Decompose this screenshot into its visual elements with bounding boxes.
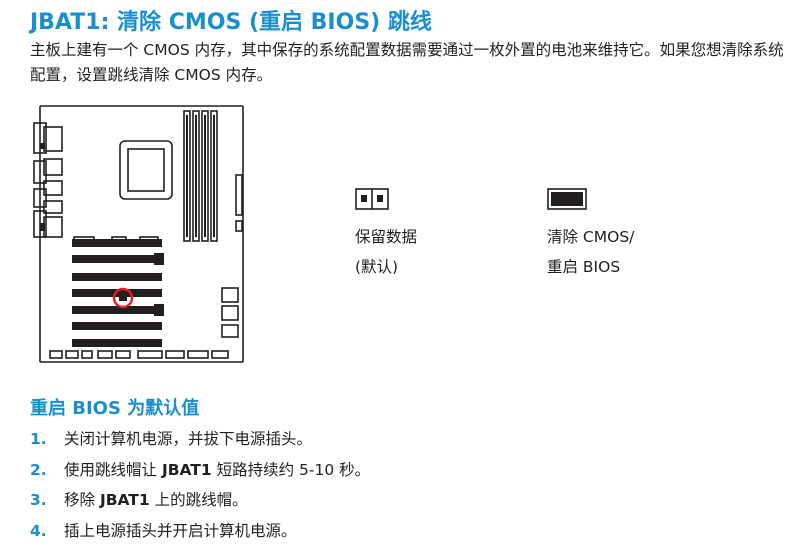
step-bold: JBAT1	[161, 460, 212, 479]
list-item: 1. 关闭计算机电源，并拔下电源插头。	[30, 426, 370, 457]
jumper-clear-line1: 清除 CMOS/	[547, 228, 635, 246]
step-text-tail: 上的跳线帽。	[149, 491, 248, 509]
step-number: 1.	[30, 430, 47, 448]
motherboard-diagram	[33, 105, 244, 363]
step-number: 4.	[30, 521, 47, 540]
list-item: 4. 插上电源插头并开启计算机电源。	[30, 518, 370, 549]
section-heading: 重启 BIOS 为默认值	[30, 398, 200, 419]
intro-paragraph: 主板上建有一个 CMOS 内存，其中保存的系统配置数据需要通过一枚外置的电池来维…	[30, 41, 784, 84]
list-item: 2. 使用跳线帽让 JBAT1 短路持续约 5-10 秒。	[30, 457, 370, 488]
step-text: 插上电源插头并开启计算机电源。	[64, 521, 297, 540]
jumper-open-icon	[355, 188, 389, 210]
jumper-keep-line1: 保留数据	[355, 228, 418, 246]
jumper-clear-caption: 清除 CMOS/ 重启 BIOS	[547, 222, 634, 282]
jumper-keep-line2: (默认)	[355, 258, 399, 276]
jumper-keep-caption: 保留数据 (默认)	[355, 222, 417, 282]
step-number: 3.	[30, 491, 47, 509]
jumper-clear-line2: 重启 BIOS	[547, 258, 621, 276]
steps-list: 1. 关闭计算机电源，并拔下电源插头。 2. 使用跳线帽让 JBAT1 短路持续约 …	[30, 426, 370, 548]
page-title: JBAT1: 清除 CMOS (重启 BIOS) 跳线	[30, 10, 432, 35]
step-text: 使用跳线帽让	[64, 460, 162, 479]
step-text-tail: 短路持续约 5-10 秒。	[211, 460, 371, 479]
step-text: 移除	[64, 491, 100, 509]
list-item: 3. 移除 JBAT1 上的跳线帽。	[30, 487, 370, 518]
step-number: 2.	[30, 460, 47, 479]
step-text: 关闭计算机电源，并拔下电源插头。	[64, 430, 313, 448]
jumper-closed-icon	[547, 188, 587, 210]
step-bold: JBAT1	[99, 491, 150, 509]
